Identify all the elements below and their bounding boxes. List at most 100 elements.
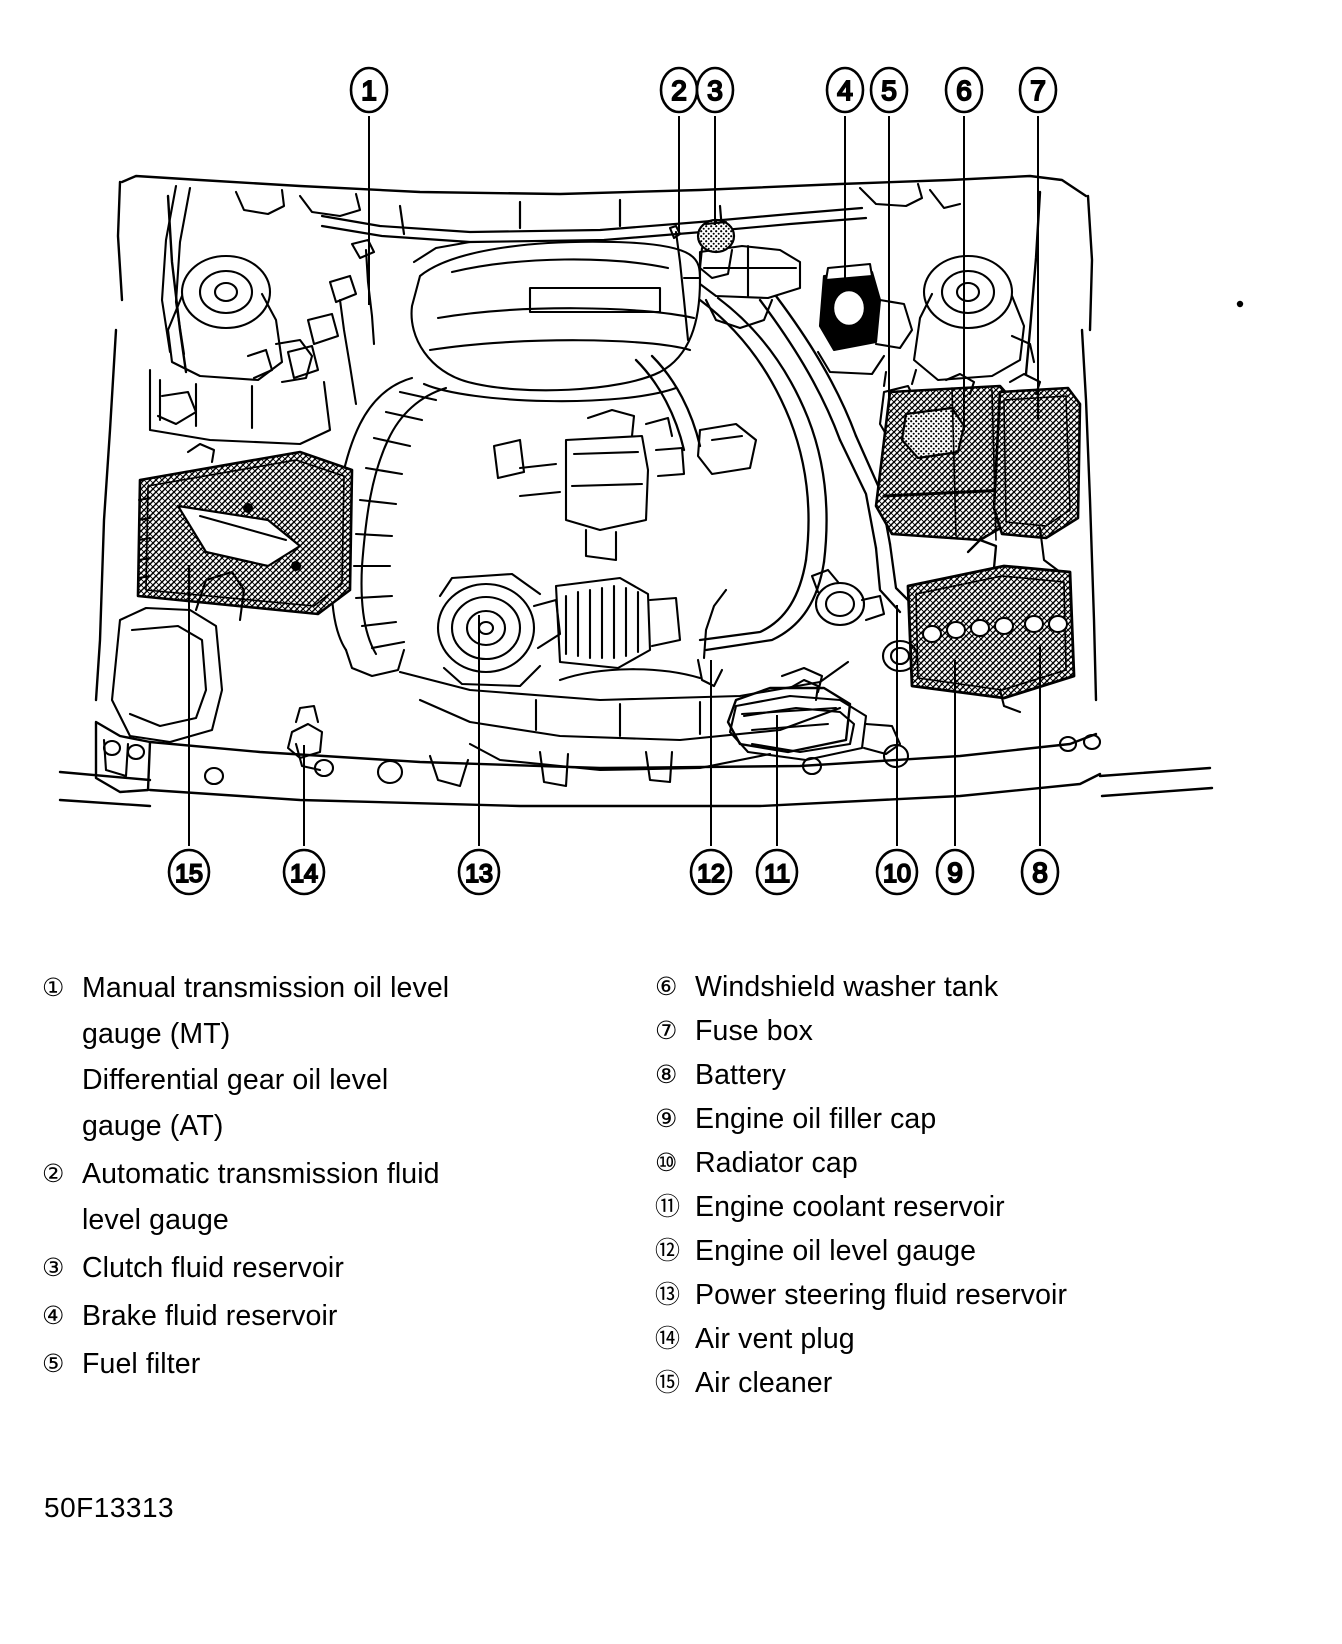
atf-dipstick bbox=[668, 224, 690, 342]
clutch-fluid-reservoir bbox=[696, 218, 736, 280]
left-lower-bracket bbox=[110, 570, 246, 744]
callout-top-4[interactable]: 4 bbox=[825, 66, 865, 290]
callout-top-6[interactable]: 6 bbox=[944, 66, 984, 430]
legend-item: ④ Brake fluid reservoir bbox=[42, 1293, 622, 1339]
callout-bottom-10[interactable]: 10 bbox=[875, 605, 919, 896]
power-steering-pump bbox=[436, 572, 562, 688]
alternator bbox=[554, 576, 682, 670]
callout-circle bbox=[875, 848, 919, 896]
legend-number: ⑩ bbox=[655, 1149, 678, 1177]
legend-label: Fuel filter bbox=[82, 1348, 201, 1380]
washer-tank bbox=[874, 372, 1018, 542]
engine-oil-dipstick bbox=[696, 588, 728, 688]
legend-item: ⑪ Engine coolant reservoir bbox=[655, 1185, 1295, 1229]
callout-circle bbox=[167, 848, 211, 896]
callout-circle bbox=[1018, 66, 1058, 114]
fuel-rail-assembly bbox=[492, 408, 758, 562]
callout-bottom-15[interactable]: 15 bbox=[167, 565, 211, 896]
air-cleaner-box bbox=[136, 442, 354, 616]
callout-bottom-11[interactable]: 11 bbox=[755, 715, 799, 896]
legend-label: Automatic transmission fluid level gauge bbox=[82, 1158, 440, 1236]
legend-label: Brake fluid reservoir bbox=[82, 1300, 338, 1332]
legend-number: ⑪ bbox=[655, 1193, 681, 1221]
callout-number: 15 bbox=[175, 860, 203, 888]
callout-top-1[interactable]: 1 bbox=[349, 66, 389, 305]
legend-number: ⑮ bbox=[655, 1369, 681, 1397]
callout-number: 14 bbox=[290, 860, 318, 888]
callout-number: 2 bbox=[671, 75, 687, 106]
callout-number: 1 bbox=[361, 75, 377, 106]
legend-item: ① Manual transmission oil level gauge (M… bbox=[42, 965, 622, 1149]
battery bbox=[906, 538, 1076, 714]
legend-label: Engine coolant reservoir bbox=[695, 1191, 1005, 1223]
legend-number: ⑫ bbox=[655, 1237, 681, 1265]
legend-item: ⑦ Fuse box bbox=[655, 1009, 1295, 1053]
engine-hoses bbox=[634, 294, 918, 652]
callout-number: 7 bbox=[1030, 75, 1046, 106]
callout-bottom-13[interactable]: 13 bbox=[457, 615, 501, 896]
callout-bottom-14[interactable]: 14 bbox=[282, 745, 326, 896]
legend: ① Manual transmission oil level gauge (M… bbox=[0, 965, 1342, 1465]
legend-label: Engine oil level gauge bbox=[695, 1235, 977, 1267]
left-hoses bbox=[156, 184, 314, 426]
callout-number: 11 bbox=[764, 860, 790, 888]
legend-label: Manual transmission oil level gauge (MT)… bbox=[82, 972, 450, 1142]
legend-item: ⑧ Battery bbox=[655, 1053, 1295, 1097]
legend-item: ⑭ Air vent plug bbox=[655, 1317, 1295, 1361]
legend-number: ⑤ bbox=[42, 1350, 65, 1378]
intake-manifold bbox=[410, 240, 702, 403]
legend-label: Power steering fluid reservoir bbox=[695, 1279, 1068, 1311]
legend-item: ⑩ Radiator cap bbox=[655, 1141, 1295, 1185]
legend-number: ⑬ bbox=[655, 1281, 681, 1309]
callout-circle bbox=[689, 848, 733, 896]
legend-item: ⑮ Air cleaner bbox=[655, 1361, 1295, 1405]
air-vent-plug bbox=[286, 704, 324, 760]
callout-number: 5 bbox=[881, 75, 897, 106]
callout-top-2[interactable]: 2 bbox=[659, 66, 699, 232]
callout-number: 4 bbox=[837, 75, 853, 106]
callout-circle bbox=[1020, 848, 1060, 896]
callout-number: 9 bbox=[947, 857, 963, 888]
callout-circle bbox=[944, 66, 984, 114]
callout-circle bbox=[935, 848, 975, 896]
legend-label: Air cleaner bbox=[695, 1367, 833, 1399]
callout-bottom-9[interactable]: 9 bbox=[935, 660, 975, 896]
callout-number: 8 bbox=[1032, 857, 1048, 888]
callout-number: 12 bbox=[697, 860, 725, 888]
legend-label: Fuse box bbox=[695, 1015, 814, 1047]
legend-label: Engine oil filler cap bbox=[695, 1103, 937, 1135]
legend-column-left: ① Manual transmission oil level gauge (M… bbox=[42, 965, 622, 1389]
brake-fluid-reservoir bbox=[816, 262, 914, 376]
legend-item: ⑨ Engine oil filler cap bbox=[655, 1097, 1295, 1141]
upper-harness bbox=[320, 198, 868, 244]
throttle-body bbox=[682, 244, 802, 330]
callout-number: 13 bbox=[465, 860, 493, 888]
callout-circle bbox=[755, 848, 799, 896]
legend-number: ⑨ bbox=[655, 1105, 678, 1133]
legend-number: ⑦ bbox=[655, 1017, 678, 1045]
legend-item: ⑬ Power steering fluid reservoir bbox=[655, 1273, 1295, 1317]
page-marker-dot bbox=[1236, 300, 1244, 308]
legend-item: ③ Clutch fluid reservoir bbox=[42, 1245, 622, 1291]
legend-number: ③ bbox=[42, 1254, 65, 1282]
callouts-bottom: 15 14 13 12 11 10 9 8 bbox=[167, 565, 1060, 896]
callout-number: 6 bbox=[956, 75, 972, 106]
callout-top-7[interactable]: 7 bbox=[1018, 66, 1058, 420]
legend-label: Clutch fluid reservoir bbox=[82, 1252, 344, 1284]
left-strut-tower bbox=[148, 254, 332, 446]
callout-circle bbox=[349, 66, 389, 114]
legend-item: ⑥ Windshield washer tank bbox=[655, 965, 1295, 1009]
callout-circle bbox=[825, 66, 865, 114]
callout-bottom-12[interactable]: 12 bbox=[689, 660, 733, 896]
legend-number: ⑧ bbox=[655, 1061, 678, 1089]
oil-filler-cap bbox=[881, 639, 919, 673]
callout-top-5[interactable]: 5 bbox=[869, 66, 909, 405]
legend-item: ② Automatic transmission fluid level gau… bbox=[42, 1151, 622, 1243]
legend-label: Battery bbox=[695, 1059, 786, 1091]
callout-bottom-8[interactable]: 8 bbox=[1020, 645, 1060, 896]
legend-item: ⑤ Fuel filter bbox=[42, 1341, 622, 1387]
legend-number: ④ bbox=[42, 1302, 65, 1330]
callout-top-3[interactable]: 3 bbox=[695, 66, 735, 225]
